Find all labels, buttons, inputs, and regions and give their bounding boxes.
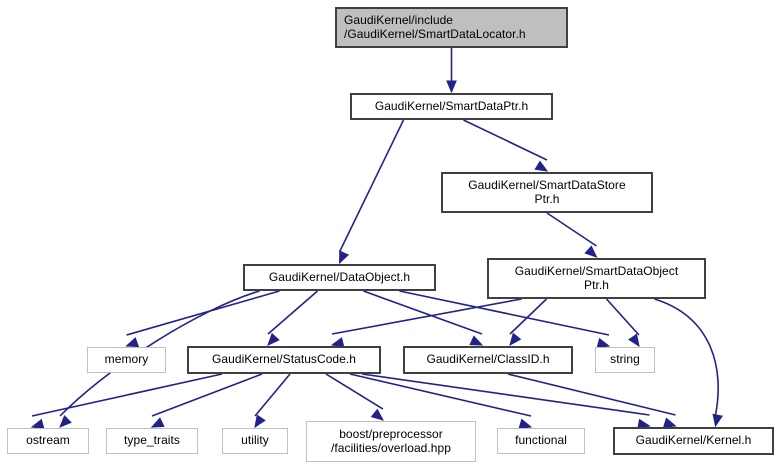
edge-arrowhead <box>662 417 677 428</box>
graph-node-functional[interactable]: functional <box>497 428 585 454</box>
graph-node-ostream[interactable]: ostream <box>7 428 89 454</box>
edge-arrowhead <box>584 245 598 258</box>
graph-edge-smartdataobjectptr-to-classid <box>509 298 548 335</box>
edge-arrowhead <box>267 332 280 346</box>
edge-arrowhead <box>125 337 140 348</box>
graph-edge-dataobject-to-classid <box>363 290 483 335</box>
graph-node-dataobject[interactable]: GaudiKernel/DataObject.h <box>243 264 436 291</box>
edge-arrowhead <box>469 335 484 346</box>
graph-edge-smartdataptr-to-smartdatastoreptr <box>463 119 548 161</box>
graph-node-smartdatalocator[interactable]: GaudiKernel/include /GaudiKernel/SmartDa… <box>335 7 568 48</box>
graph-edge-statuscode-to-type_traits <box>151 373 263 417</box>
edge-arrowhead <box>338 250 350 265</box>
graph-node-smartdatastoreptr[interactable]: GaudiKernel/SmartDataStore Ptr.h <box>441 172 653 213</box>
edge-arrowhead <box>628 333 640 348</box>
graph-node-utility[interactable]: utility <box>222 428 288 454</box>
edge-arrowhead <box>59 415 72 428</box>
edge-arrowhead <box>370 408 385 421</box>
edge-arrowhead <box>446 80 457 94</box>
graph-node-smartdataptr[interactable]: GaudiKernel/SmartDataPtr.h <box>350 93 553 120</box>
graph-edge-statuscode-to-kernel <box>361 373 650 416</box>
graph-edge-statuscode-to-functional <box>349 373 532 417</box>
graph-edge-classid-to-kernel <box>507 373 676 416</box>
graph-edge-smartdataptr-to-dataobject <box>338 119 405 253</box>
graph-edge-dataobject-to-memory <box>126 290 280 336</box>
graph-edge-dataobject-to-statuscode <box>267 290 319 335</box>
graph-edge-smartdataobjectptr-to-kernel <box>654 298 719 416</box>
edge-arrowhead <box>596 337 611 349</box>
graph-edge-statuscode-to-utility <box>254 373 291 417</box>
graph-node-string[interactable]: string <box>595 347 655 373</box>
edge-arrowhead <box>30 418 45 430</box>
graph-node-smartdataobjectptr[interactable]: GaudiKernel/SmartDataObject Ptr.h <box>487 258 706 299</box>
edge-arrowhead <box>150 417 165 428</box>
graph-node-memory[interactable]: memory <box>87 347 166 373</box>
graph-node-boost_overload[interactable]: boost/preprocessor /facilities/overload.… <box>306 421 476 462</box>
edge-arrowhead <box>330 337 345 348</box>
edge-arrowhead <box>712 413 723 428</box>
edge-arrowhead <box>254 414 266 429</box>
edge-arrowhead <box>534 160 549 172</box>
graph-edge-statuscode-to-boost_overload <box>325 373 384 410</box>
graph-edge-smartdataobjectptr-to-statuscode <box>331 298 522 335</box>
graph-edge-smartdatastoreptr-to-smartdataobjectptr <box>546 212 597 247</box>
graph-node-kernel[interactable]: GaudiKernel/Kernel.h <box>613 427 774 455</box>
graph-edge-dataobject-to-string <box>399 290 610 336</box>
graph-node-classid[interactable]: GaudiKernel/ClassID.h <box>403 346 573 374</box>
edge-arrowhead <box>518 418 533 429</box>
edge-arrowhead <box>509 332 522 347</box>
graph-node-type_traits[interactable]: type_traits <box>106 428 198 454</box>
graph-edge-smartdataobjectptr-to-string <box>605 298 640 336</box>
graph-edge-dataobject-to-ostream <box>59 290 260 417</box>
graph-node-statuscode[interactable]: GaudiKernel/StatusCode.h <box>187 346 381 374</box>
graph-edge-statuscode-to-ostream <box>31 373 223 417</box>
